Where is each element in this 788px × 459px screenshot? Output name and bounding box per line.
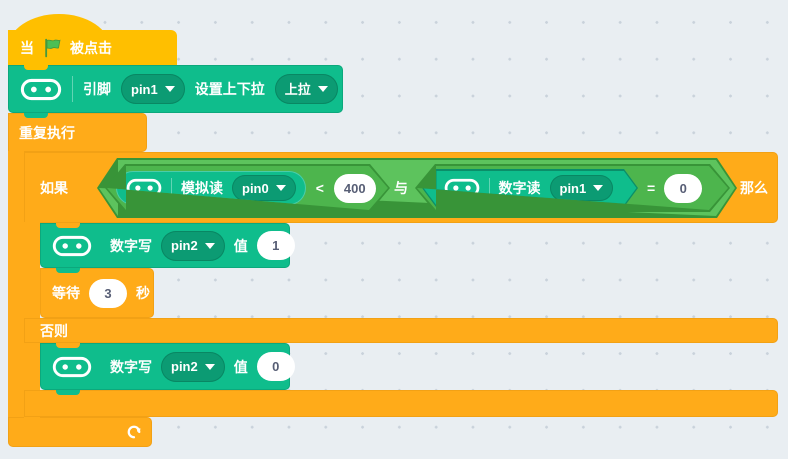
pull-mode-dropdown[interactable]: 上拉 bbox=[274, 74, 338, 104]
microbit-icon bbox=[52, 356, 92, 378]
pin-select-dropdown[interactable]: pin1 bbox=[121, 74, 185, 104]
wait-block[interactable]: 等待 3 秒 bbox=[40, 268, 154, 318]
analog-pin-dropdown[interactable]: pin0 bbox=[232, 175, 296, 201]
digital-write-label: 数字写 bbox=[110, 237, 152, 254]
forever-block-spine bbox=[8, 151, 24, 418]
loop-arrow-icon bbox=[125, 423, 143, 441]
clicked-label: 被点击 bbox=[70, 39, 112, 56]
write-pin-value: pin2 bbox=[171, 238, 198, 253]
connector-bump bbox=[56, 223, 80, 228]
else-bar[interactable]: 否则 bbox=[24, 318, 778, 343]
write-value-input[interactable]: 0 bbox=[256, 352, 295, 381]
forever-label: 重复执行 bbox=[19, 124, 75, 141]
when-label: 当 bbox=[20, 39, 34, 56]
forever-block-footer[interactable] bbox=[8, 417, 152, 447]
chevron-down-icon bbox=[204, 363, 215, 370]
analog-read-block[interactable]: 模拟读 pin0 bbox=[116, 171, 306, 205]
digital-pin-dropdown[interactable]: pin1 bbox=[550, 175, 614, 201]
divider bbox=[72, 76, 73, 102]
compare-value-input[interactable]: 0 bbox=[664, 174, 702, 203]
set-pull-label: 设置上下拉 bbox=[194, 81, 265, 97]
pin-set-pull-block[interactable]: 引脚 pin1 设置上下拉 上拉 bbox=[8, 65, 343, 113]
divider bbox=[489, 178, 490, 198]
microbit-icon bbox=[444, 178, 480, 198]
value-label: 值 bbox=[233, 237, 248, 254]
less-than-block[interactable]: 模拟读 pin0 < 400 bbox=[105, 164, 390, 212]
write-value-input[interactable]: 1 bbox=[256, 231, 295, 260]
wait-duration-input[interactable]: 3 bbox=[89, 278, 127, 308]
divider bbox=[171, 178, 172, 198]
chevron-down-icon bbox=[593, 185, 603, 191]
digital-read-block[interactable]: 数字读 pin1 bbox=[422, 169, 638, 207]
microbit-icon bbox=[126, 178, 162, 198]
connector-bump bbox=[24, 113, 48, 118]
digital-read-label: 数字读 bbox=[498, 180, 541, 196]
equals-sign: = bbox=[647, 180, 656, 196]
chevron-down-icon bbox=[317, 86, 328, 92]
chevron-down-icon bbox=[164, 86, 175, 92]
microbit-icon bbox=[52, 235, 92, 257]
pull-mode-value: 上拉 bbox=[284, 81, 311, 97]
analog-read-label: 模拟读 bbox=[181, 180, 223, 196]
pin-label: 引脚 bbox=[83, 81, 111, 97]
chevron-down-icon bbox=[276, 185, 286, 191]
seconds-label: 秒 bbox=[136, 285, 150, 301]
threshold-input[interactable]: 400 bbox=[334, 174, 376, 203]
when-flag-clicked-block[interactable]: 当 被点击 bbox=[8, 30, 177, 65]
value-label: 值 bbox=[233, 358, 248, 375]
microbit-icon bbox=[20, 78, 62, 101]
write-pin-value: pin2 bbox=[171, 359, 198, 374]
wait-label: 等待 bbox=[52, 285, 80, 301]
digital-write-label: 数字写 bbox=[110, 358, 152, 375]
digital-write-high-block[interactable]: 数字写 pin2 值 1 bbox=[40, 223, 295, 268]
green-flag-icon bbox=[42, 38, 62, 58]
analog-pin-value: pin0 bbox=[242, 180, 269, 196]
and-label: 与 bbox=[394, 180, 408, 196]
connector-bump bbox=[56, 343, 80, 348]
chevron-down-icon bbox=[204, 242, 215, 249]
less-than-sign: < bbox=[315, 180, 324, 196]
then-label: 那么 bbox=[740, 180, 768, 196]
forever-block-header[interactable]: 重复执行 bbox=[8, 113, 147, 152]
connector-bump bbox=[56, 268, 80, 273]
if-block-footer-bar[interactable] bbox=[24, 390, 778, 417]
else-label: 否则 bbox=[40, 322, 68, 339]
digital-write-low-block[interactable]: 数字写 pin2 值 0 bbox=[40, 343, 295, 390]
equals-block[interactable]: 数字读 pin1 = 0 bbox=[415, 164, 730, 212]
pin-select-value: pin1 bbox=[131, 81, 158, 97]
connector-bump bbox=[56, 390, 80, 395]
if-label: 如果 bbox=[40, 179, 68, 196]
digital-pin-value: pin1 bbox=[559, 180, 587, 196]
write-pin-dropdown[interactable]: pin2 bbox=[161, 230, 225, 261]
connector-bump bbox=[24, 65, 48, 70]
write-pin-dropdown[interactable]: pin2 bbox=[161, 351, 225, 382]
